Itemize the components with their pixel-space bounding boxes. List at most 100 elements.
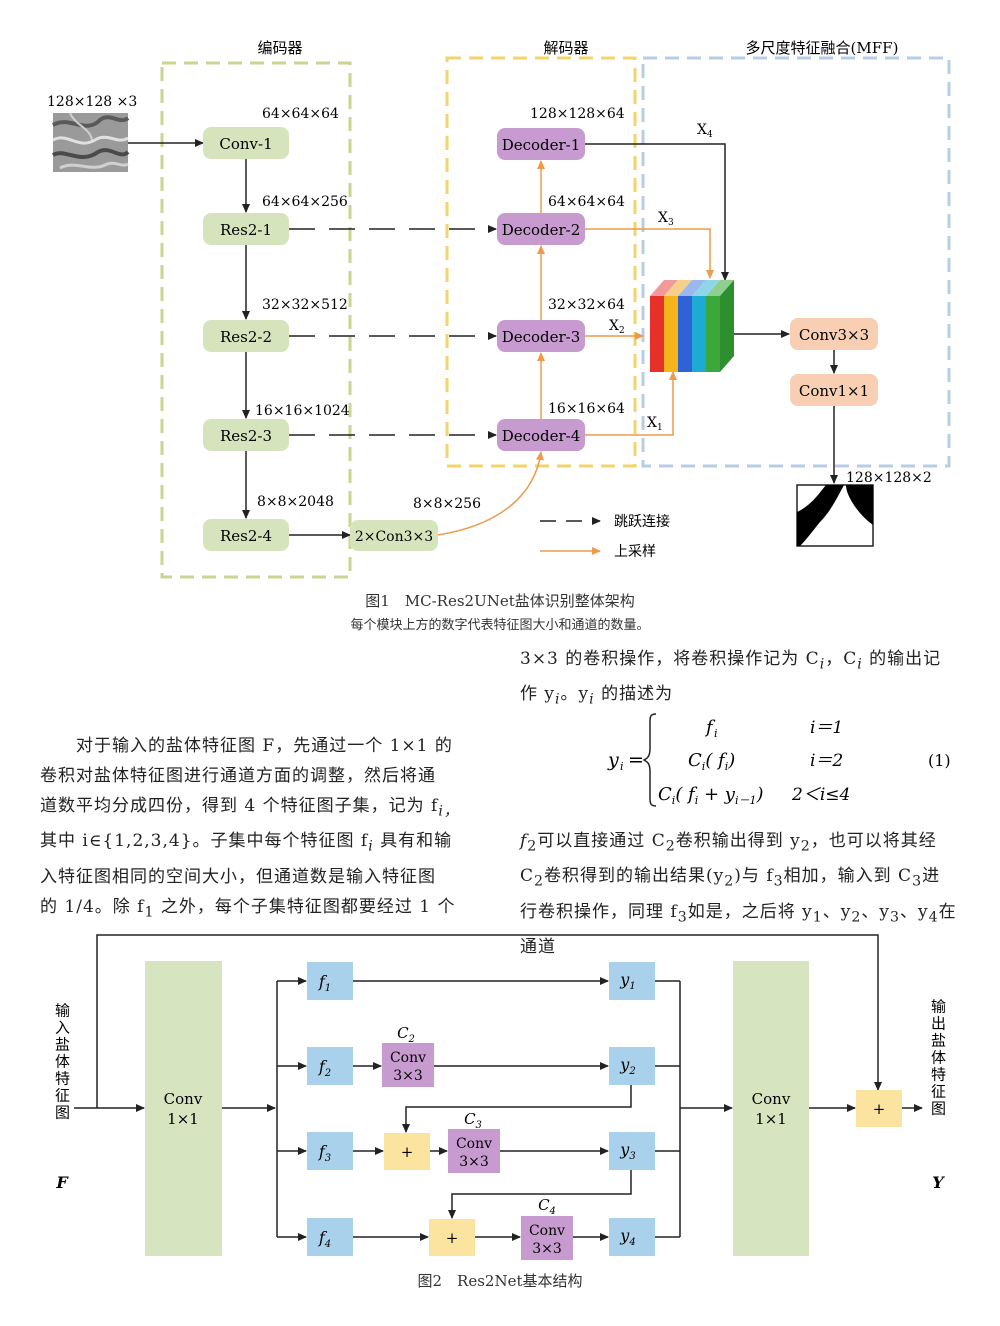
legend-skip-connection: 跳跃连接 <box>540 513 670 530</box>
svg-text:3×3: 3×3 <box>393 1068 423 1084</box>
output-feature-var: Y <box>932 1173 945 1192</box>
legend-upsample: 上采样 <box>540 544 656 560</box>
decoder-1: Decoder-1 <box>497 128 585 160</box>
bridge-2x-conv3x3: 2×Con3×3 <box>350 520 438 551</box>
svg-text:=: = <box>628 749 644 771</box>
c3-label: C3 <box>464 1110 482 1131</box>
svg-text:y3: y3 <box>619 1140 635 1162</box>
feature-concat-stack <box>650 280 734 372</box>
y4-block: y4 <box>609 1218 655 1256</box>
decoder-3-size: 32×32×64 <box>548 297 625 313</box>
conv-1-size: 64×64×64 <box>262 106 339 122</box>
res2-1-size: 64×64×256 <box>262 194 348 210</box>
decoder-section-title: 解码器 <box>543 39 588 57</box>
output-size-label: 128×128×2 <box>846 470 932 486</box>
svg-text:f4: f4 <box>318 1228 331 1250</box>
encoder-res2-1: Res2-1 <box>203 213 289 245</box>
svg-text:上采样: 上采样 <box>614 544 656 560</box>
svg-text:(1): (1) <box>928 751 951 770</box>
mff-frame <box>641 56 951 468</box>
svg-text:3×3: 3×3 <box>459 1154 489 1170</box>
mff-conv1x1: Conv1×1 <box>790 374 878 406</box>
mff-conv3x3: Conv3×3 <box>790 318 878 350</box>
plus-row-3: + <box>384 1133 430 1170</box>
svg-text:Conv: Conv <box>529 1223 565 1239</box>
c3-conv3x3: Conv 3×3 <box>448 1129 500 1173</box>
svg-text:1×1: 1×1 <box>755 1110 787 1128</box>
encoder-conv-1: Conv-1 <box>203 127 289 159</box>
x4-label: X4 <box>697 122 713 140</box>
y3-block: y3 <box>609 1132 655 1170</box>
svg-text:Res2-1: Res2-1 <box>220 221 272 239</box>
svg-text:Conv: Conv <box>456 1136 492 1152</box>
svg-text:Conv1×1: Conv1×1 <box>799 382 869 400</box>
input-feature-label: 输入盐体特征图 <box>53 1003 71 1122</box>
res2-4-size: 8×8×2048 <box>257 494 334 510</box>
x3-label: X3 <box>658 210 674 228</box>
figure-1-caption: 图1 MC-Res2UNet盐体识别整体架构 <box>365 592 635 610</box>
mff-section-title: 多尺度特征融合(MFF) <box>746 39 899 57</box>
svg-text:+: + <box>401 1143 414 1161</box>
svg-text:3×3: 3×3 <box>532 1241 562 1257</box>
x2-label: X2 <box>609 318 625 336</box>
svg-text:跳跃连接: 跳跃连接 <box>614 513 670 530</box>
decoder-2-size: 64×64×64 <box>548 194 625 210</box>
decoder-4: Decoder-4 <box>497 419 585 451</box>
c2-conv3x3: Conv 3×3 <box>382 1043 434 1087</box>
decoder-1-size: 128×128×64 <box>530 106 625 122</box>
svg-text:i＝1: i＝1 <box>810 718 843 738</box>
right-paragraph-top: 3×3 的卷积操作，将卷积操作记为 Ci，Ci 的输出记 作 yi。yi 的描述… <box>520 649 942 708</box>
input-feature-var: F <box>55 1173 69 1192</box>
svg-text:Conv: Conv <box>390 1050 426 1066</box>
figure-1-subcaption: 每个模块上方的数字代表特征图大小和通道的数量。 <box>350 618 650 633</box>
svg-text:Conv: Conv <box>164 1090 203 1108</box>
c4-conv3x3: Conv 3×3 <box>521 1216 573 1260</box>
f4-block: f4 <box>307 1218 353 1256</box>
y1-block: y1 <box>609 962 655 1000</box>
svg-text:2×Con3×3: 2×Con3×3 <box>355 529 433 545</box>
input-size-label: 128×128 ×3 <box>47 94 137 110</box>
svg-text:Ci( fi + yi－1): Ci( fi + yi－1) <box>658 784 764 807</box>
svg-text:i: i <box>620 760 624 773</box>
f1-block: f1 <box>307 962 353 1000</box>
svg-text:f3: f3 <box>318 1142 331 1164</box>
encoder-frame <box>160 61 352 579</box>
svg-text:Decoder-1: Decoder-1 <box>502 136 581 154</box>
equation-1: y i = f i i＝1 Ci( fi) i＝2 Ci( fi + yi－1)… <box>607 713 951 807</box>
svg-text:+: + <box>446 1229 459 1247</box>
figure-2-caption: 图2 Res2Net基本结构 <box>417 1272 583 1290</box>
res2-2-size: 32×32×512 <box>262 297 348 313</box>
svg-text:2＜i≤4: 2＜i≤4 <box>791 785 850 805</box>
plus-output: + <box>856 1090 902 1127</box>
bridge-size: 8×8×256 <box>413 496 481 512</box>
figure-1-diagram: 编码器 解码器 多尺度特征融合(MFF) 128×128 ×3 Conv-1 6… <box>47 39 951 579</box>
svg-text:Decoder-2: Decoder-2 <box>502 221 581 239</box>
conv-in-1x1: Conv 1×1 <box>145 961 222 1256</box>
output-feature-label: 输出盐体特征图 <box>929 999 947 1118</box>
svg-text:i＝2: i＝2 <box>810 751 843 771</box>
svg-text:Conv: Conv <box>752 1090 791 1108</box>
f2-block: f2 <box>307 1047 353 1085</box>
c2-label: C2 <box>397 1024 415 1045</box>
svg-text:1×1: 1×1 <box>167 1110 199 1128</box>
conv-out-1x1: Conv 1×1 <box>733 961 809 1256</box>
input-seismic-image <box>51 112 130 172</box>
svg-text:Decoder-4: Decoder-4 <box>502 427 581 445</box>
left-paragraph: 对于输入的盐体特征图 F，先通过一个 1×1 的 卷积对盐体特征图进行通道方面的… <box>40 736 460 921</box>
figure-2-diagram: 输入盐体特征图 F Conv 1×1 f1 f2 f3 f4 C2 Conv 3… <box>53 934 947 1260</box>
svg-text:f1: f1 <box>318 972 331 994</box>
svg-text:f2: f2 <box>318 1057 331 1079</box>
encoder-res2-2: Res2-2 <box>203 320 289 352</box>
encoder-res2-4: Res2-4 <box>203 519 289 551</box>
c4-label: C4 <box>538 1196 556 1217</box>
encoder-res2-3: Res2-3 <box>203 419 289 451</box>
svg-text:Decoder-3: Decoder-3 <box>502 328 581 346</box>
svg-text:Conv3×3: Conv3×3 <box>799 326 869 344</box>
svg-text:y4: y4 <box>619 1226 635 1248</box>
svg-text:Res2-3: Res2-3 <box>220 427 272 445</box>
svg-text:+: + <box>873 1100 886 1118</box>
x1-label: X1 <box>647 415 663 433</box>
svg-text:Ci( fi): Ci( fi) <box>688 750 735 773</box>
svg-text:Conv-1: Conv-1 <box>219 135 272 153</box>
svg-text:Res2-2: Res2-2 <box>220 328 272 346</box>
